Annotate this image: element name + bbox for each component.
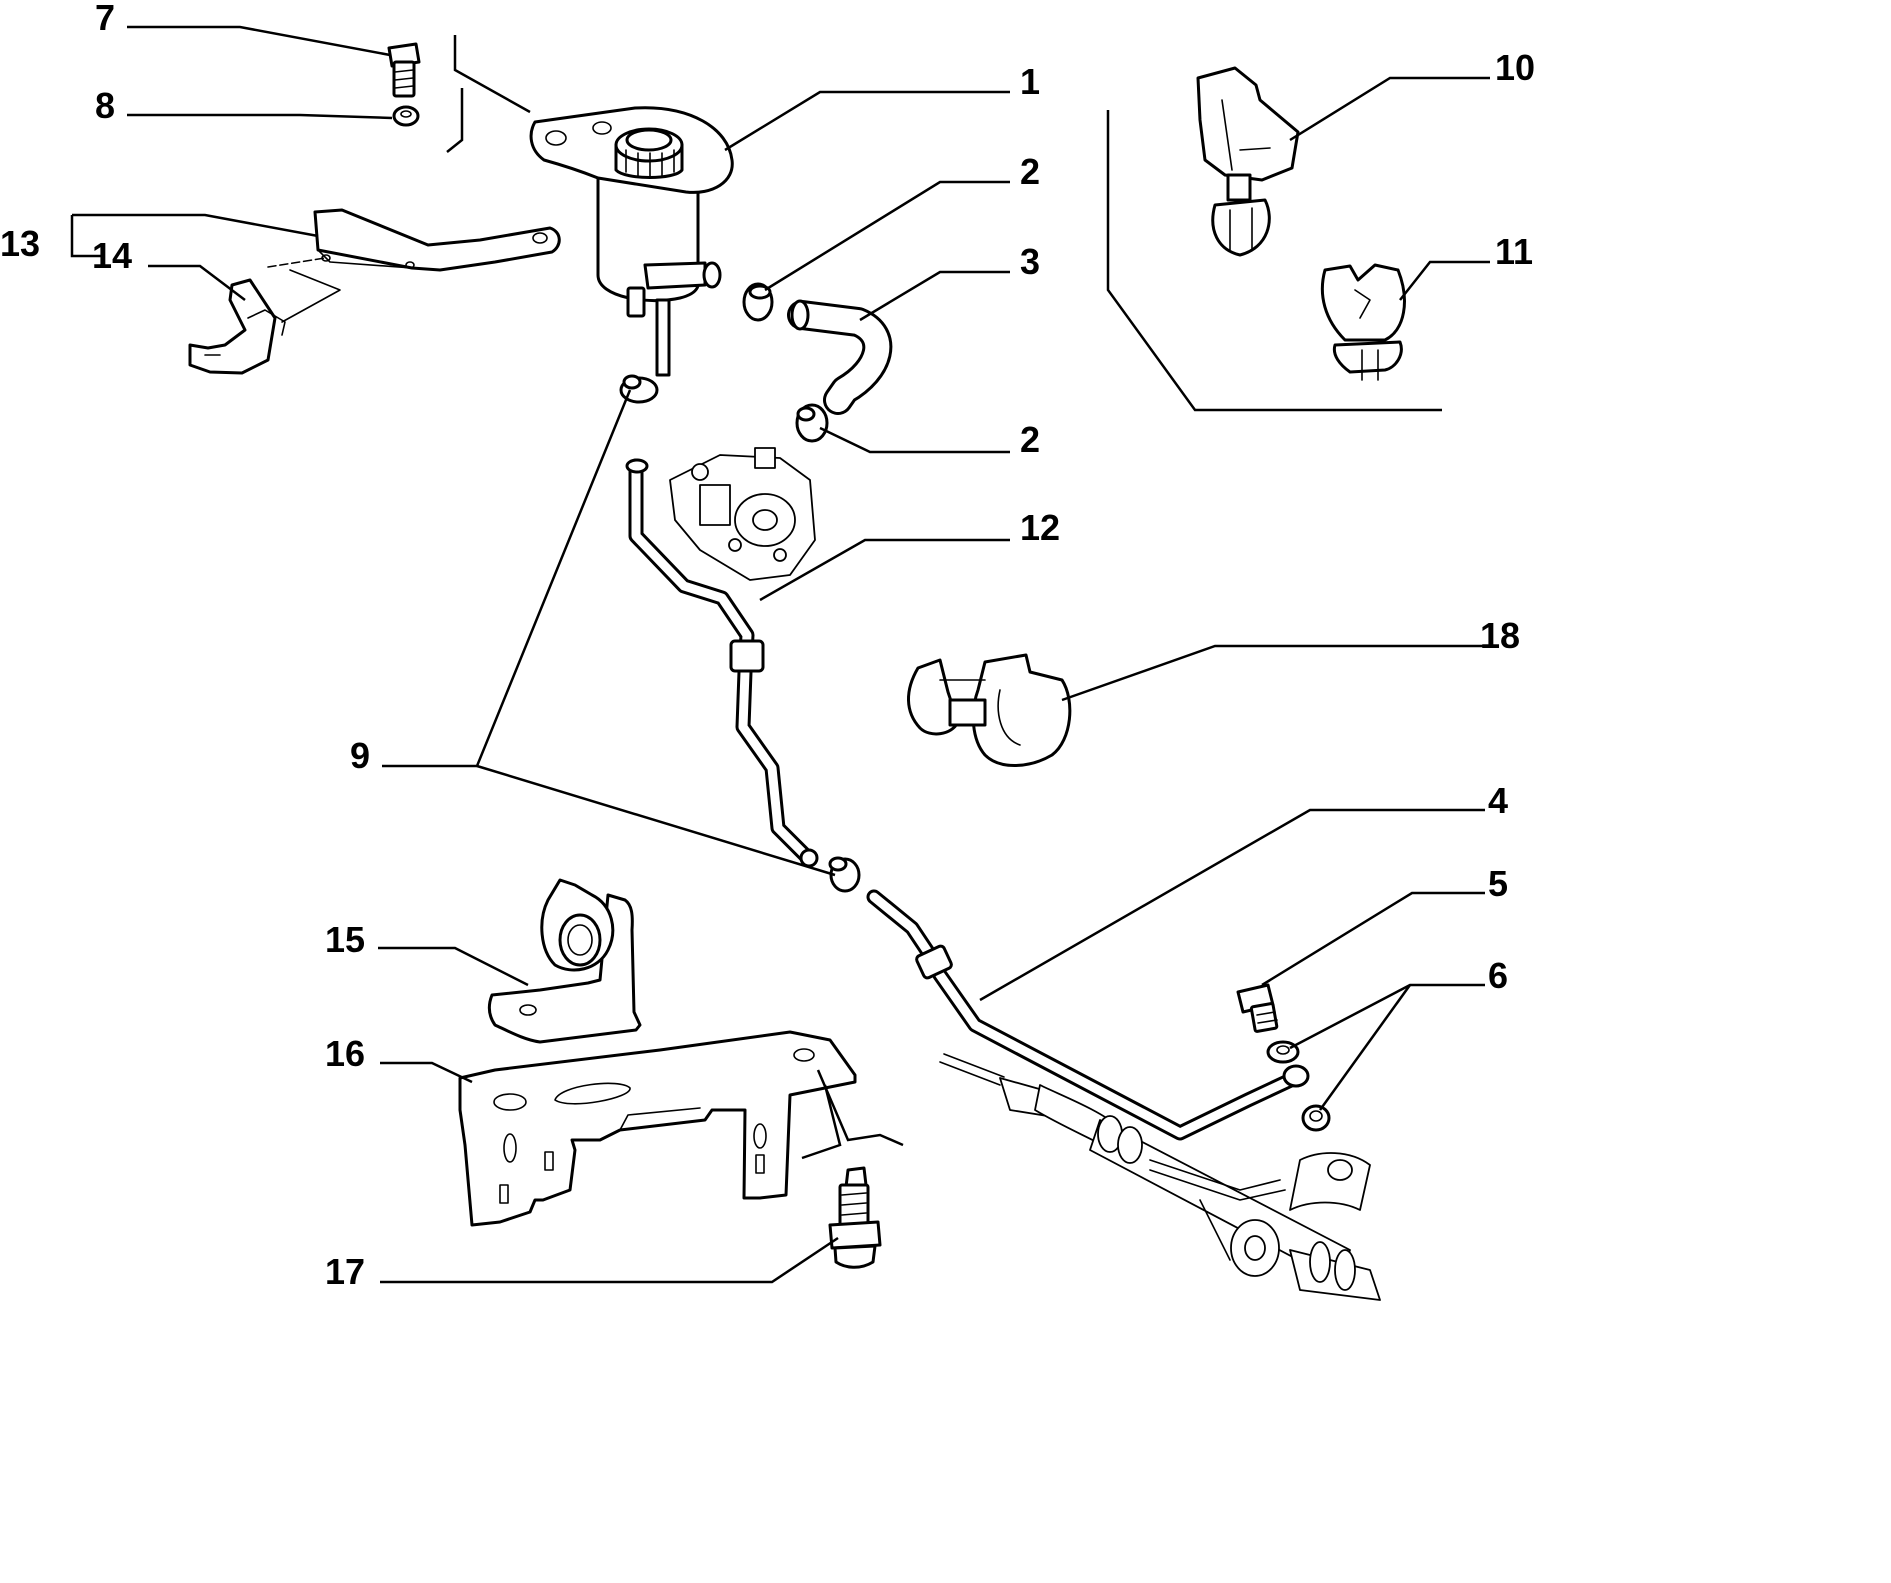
power-steering-pump-ghost [669, 447, 816, 581]
part-18-double-clamp [907, 653, 1072, 767]
callout-5: 5 [1488, 863, 1508, 904]
steering-rack-ghost [939, 1053, 1381, 1301]
part-13-reservoir-bracket [313, 208, 561, 272]
part-4-return-pipe [866, 889, 1310, 1141]
part-1-fluid-reservoir [529, 106, 734, 377]
part-6-washer-upper [1266, 1040, 1300, 1064]
part-10-clip [1196, 66, 1300, 257]
callout-1: 1 [1020, 61, 1040, 102]
callout-10: 10 [1495, 47, 1535, 88]
part-11-clip [1320, 263, 1406, 381]
part-12-supply-hose [625, 458, 819, 868]
callout-11: 11 [1495, 231, 1533, 272]
part-3-hose [787, 299, 893, 415]
part-16-mounting-plate [458, 1030, 857, 1227]
callout-17: 17 [325, 1251, 365, 1292]
part-6-washer-lower [1301, 1104, 1331, 1132]
part-9-hose-clamp-upper [619, 374, 659, 404]
callout-14: 14 [92, 235, 132, 276]
callout-9: 9 [350, 735, 370, 776]
leader-lines [70, 25, 1490, 1284]
part-14-hose-clip [188, 278, 286, 375]
part-7-bolt [387, 42, 421, 98]
part-5-bolt [1236, 983, 1279, 1033]
part-15-pipe-bracket [487, 878, 642, 1044]
callout-8: 8 [95, 85, 115, 126]
callout-18: 18 [1480, 615, 1520, 656]
callout-2-upper: 2 [1020, 151, 1040, 192]
callout-3: 3 [1020, 241, 1040, 282]
part-2-hose-clamp-upper [742, 282, 774, 322]
callout-2-lower: 2 [1020, 419, 1040, 460]
part-17-stud [828, 1166, 882, 1269]
power-steering-exploded-diagram: 7 8 1 2 3 2 12 10 11 13 14 18 9 4 5 6 15… [0, 0, 1535, 1301]
callout-4: 4 [1488, 780, 1508, 821]
callout-16: 16 [325, 1033, 365, 1074]
callout-13: 13 [0, 223, 40, 264]
callout-12: 12 [1020, 507, 1060, 548]
part-9-hose-clamp-lower [828, 856, 861, 893]
callout-7: 7 [95, 0, 115, 38]
callout-15: 15 [325, 919, 365, 960]
callout-numbers: 7 8 1 2 3 2 12 10 11 13 14 18 9 4 5 6 15… [0, 0, 1535, 1292]
part-2-hose-clamp-lower [795, 403, 829, 443]
callout-6: 6 [1488, 955, 1508, 996]
part-8-washer [392, 105, 420, 127]
